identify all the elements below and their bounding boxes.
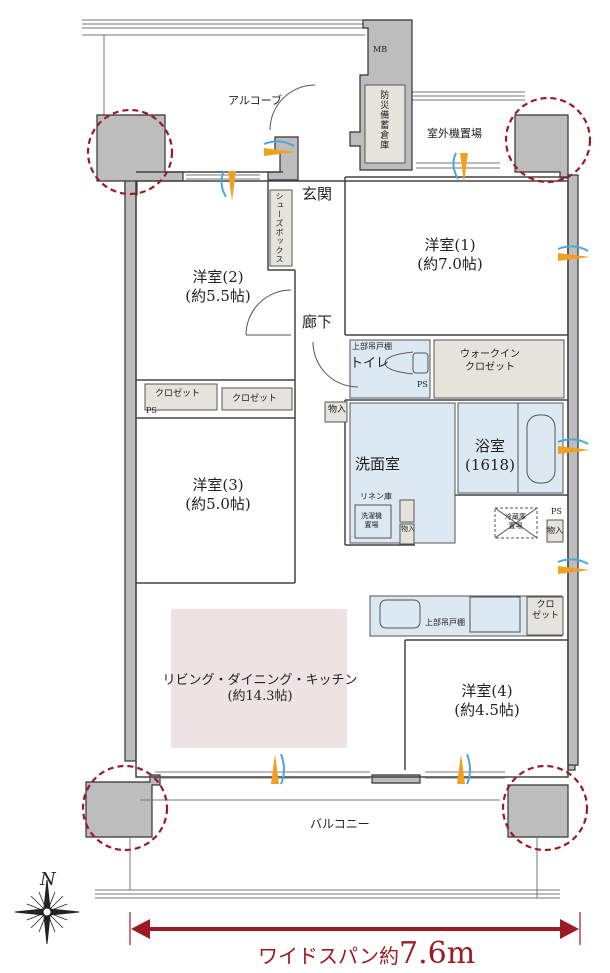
bathroom-label: 浴室 (1618) bbox=[462, 437, 518, 475]
airflow-icon bbox=[452, 152, 468, 183]
western-room-4: 洋室(4) (約4.5帖) bbox=[437, 682, 537, 720]
airflow-icon bbox=[457, 753, 471, 785]
room-name: 洋室(2) bbox=[192, 268, 244, 286]
room-name: 洋室(1) bbox=[424, 236, 476, 254]
storage-label: 物入 bbox=[328, 405, 347, 415]
fridge-label: 冷蔵庫 置場 bbox=[505, 513, 526, 530]
fixtures bbox=[245, 84, 556, 633]
ps-label: PS bbox=[551, 507, 562, 516]
western-room-2: 洋室(2) (約5.5帖) bbox=[168, 268, 268, 306]
wide-span-value: 7.6m bbox=[399, 936, 476, 971]
compass-icon bbox=[14, 879, 80, 945]
alcove-label: アルコーブ bbox=[228, 94, 283, 107]
western-room-1: 洋室(1) (約7.0帖) bbox=[400, 236, 500, 274]
north-label: N bbox=[40, 869, 56, 890]
storage-label: 物入 bbox=[547, 526, 563, 535]
disaster-storage-label: 防災備蓄倉庫 bbox=[378, 90, 389, 150]
ps-label: PS bbox=[146, 406, 157, 415]
room-name: 洋室(3) bbox=[192, 476, 244, 494]
column-marker bbox=[504, 96, 592, 184]
airflow-icons bbox=[220, 140, 590, 785]
wide-span-prefix: ワイドスパン約 bbox=[258, 944, 399, 968]
room-size: (約5.5帖) bbox=[185, 286, 251, 305]
room-size: (約4.5帖) bbox=[454, 700, 520, 719]
storage-areas bbox=[144, 84, 565, 636]
hallway-label: 廊下 bbox=[302, 313, 333, 331]
western-room-3: 洋室(3) (約5.0帖) bbox=[168, 476, 268, 514]
ps-label: PS bbox=[417, 380, 428, 389]
room-size: (約7.0帖) bbox=[417, 254, 483, 273]
closet-label: クロゼット bbox=[155, 389, 201, 399]
room-name: 洋室(4) bbox=[461, 682, 513, 700]
ldk-highlight bbox=[171, 609, 347, 748]
airflow-icon bbox=[220, 170, 236, 201]
room-name: リビング・ダイニング・キッチン bbox=[162, 673, 358, 688]
balcony-label: バルコニー bbox=[310, 817, 370, 831]
linen-label: リネン庫 bbox=[360, 492, 392, 501]
wide-span-label: ワイドスパン約7.6m bbox=[258, 935, 475, 973]
alcove-railing bbox=[82, 19, 525, 115]
column-marker bbox=[81, 764, 169, 852]
washer-label: 洗濯機 置場 bbox=[361, 512, 382, 529]
shoe-box-label: シューズボックス bbox=[275, 192, 284, 264]
airflow-icon bbox=[263, 140, 296, 156]
room-name: 浴室 bbox=[474, 437, 505, 455]
room-size: (1618) bbox=[465, 455, 515, 474]
closet-label: クロゼット bbox=[232, 394, 278, 404]
storage-label: 物入 bbox=[401, 525, 415, 533]
upper-cabinet-label: 上部吊戸棚 bbox=[425, 618, 465, 627]
airflow-icon bbox=[557, 245, 590, 261]
ldk-label: リビング・ダイニング・キッチン (約14.3帖) bbox=[158, 673, 362, 706]
mb-label: MB bbox=[373, 45, 388, 54]
entrance-label: 玄関 bbox=[302, 185, 333, 203]
upper-cabinet-label: 上部吊戸棚 bbox=[352, 342, 392, 351]
washroom-label: 洗面室 bbox=[355, 455, 401, 473]
outdoor-unit-label: 室外機置場 bbox=[427, 127, 482, 140]
closet-label: クロ ゼット bbox=[532, 600, 560, 622]
airflow-icon bbox=[557, 438, 590, 454]
room-size: (約5.0帖) bbox=[185, 494, 251, 513]
column-marker bbox=[86, 108, 174, 196]
room-size: (約14.3帖) bbox=[227, 689, 293, 705]
column-marker bbox=[501, 764, 589, 852]
walk-in-closet-label: ウォークイン クロゼット bbox=[460, 349, 520, 373]
airflow-icon bbox=[271, 753, 285, 785]
window-lines bbox=[95, 162, 560, 899]
column-markers bbox=[81, 96, 592, 852]
wide-span-arrow bbox=[129, 912, 581, 945]
airflow-icon bbox=[557, 558, 590, 574]
toilet-label: トイレ bbox=[350, 356, 390, 371]
